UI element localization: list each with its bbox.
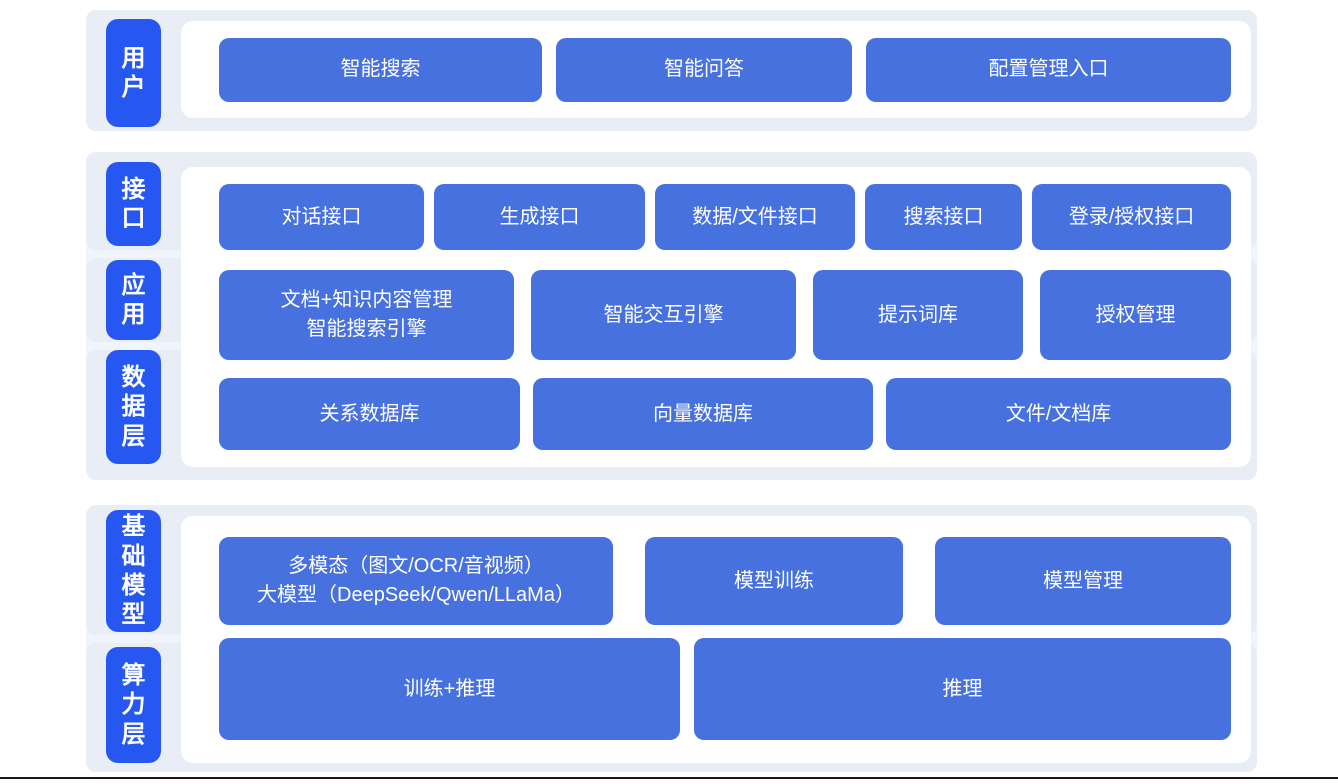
model-training-label: 模型训练 [734, 569, 814, 592]
row-foundation-model: 多模态（图文/OCR/音视频） 大模型（DeepSeek/Qwen/LLaMa）… [219, 537, 1231, 625]
layer-label-api: 接口 [106, 162, 161, 246]
layer-label-application: 应用 [106, 260, 161, 340]
auth-management-box: 授权管理 [1040, 270, 1231, 360]
vector-db-box: 向量数据库 [533, 378, 873, 450]
login-auth-api-box: 登录/授权接口 [1032, 184, 1231, 250]
layer-label-foundation-model: 基础模型 [106, 510, 161, 632]
layer-label-user: 用户 [106, 19, 161, 127]
generation-api-label: 生成接口 [499, 205, 580, 228]
dialog-api-box: 对话接口 [219, 184, 424, 250]
layer-label-api-text: 接口 [121, 175, 146, 232]
panel-bottom: 多模态（图文/OCR/音视频） 大模型（DeepSeek/Qwen/LLaMa）… [181, 516, 1251, 763]
row-user: 智能搜索 智能问答 配置管理入口 [219, 37, 1231, 102]
prompt-library-label: 提示词库 [878, 303, 958, 326]
smart-search-box: 智能搜索 [219, 37, 542, 102]
bottom-edge-rule [0, 777, 1338, 779]
login-auth-api-label: 登录/授权接口 [1068, 205, 1195, 228]
section-user-layer: 用户 智能搜索 智能问答 配置管理入口 [86, 10, 1257, 131]
interaction-engine-box: 智能交互引擎 [531, 270, 796, 360]
row-api: 对话接口 生成接口 数据/文件接口 搜索接口 登录/授权接口 [219, 184, 1231, 250]
model-management-label: 模型管理 [1043, 569, 1123, 592]
generation-api-box: 生成接口 [434, 184, 645, 250]
config-management-entry-box: 配置管理入口 [866, 37, 1231, 102]
layer-label-user-text: 用户 [121, 44, 146, 101]
relational-db-label: 关系数据库 [319, 402, 420, 425]
section-bottom-layers: 基础模型 算力层 多模态（图文/OCR/音视频） 大模型（DeepSeek/Qw… [86, 505, 1257, 772]
search-api-label: 搜索接口 [903, 205, 984, 228]
inference-box: 推理 [694, 638, 1231, 740]
panel-middle: 对话接口 生成接口 数据/文件接口 搜索接口 登录/授权接口 文档+知识内容管理… [181, 167, 1251, 467]
section-middle-layers: 接口 应用 数据层 对话接口 生成接口 数据/文件接口 搜索接口 登录/授权接口… [86, 152, 1257, 480]
row-compute: 训练+推理 推理 [219, 638, 1231, 740]
file-doc-store-box: 文件/文档库 [886, 378, 1231, 450]
interaction-engine-label: 智能交互引擎 [603, 303, 724, 326]
training-inference-label: 训练+推理 [403, 677, 496, 700]
file-doc-store-label: 文件/文档库 [1005, 402, 1112, 425]
multimodal-llm-box: 多模态（图文/OCR/音视频） 大模型（DeepSeek/Qwen/LLaMa） [219, 537, 613, 625]
layer-label-data: 数据层 [106, 350, 161, 464]
search-api-box: 搜索接口 [865, 184, 1022, 250]
panel-user: 智能搜索 智能问答 配置管理入口 [181, 21, 1251, 118]
row-application: 文档+知识内容管理 智能搜索引擎 智能交互引擎 提示词库 授权管理 [219, 270, 1231, 360]
row-data: 关系数据库 向量数据库 文件/文档库 [219, 378, 1231, 450]
prompt-library-box: 提示词库 [813, 270, 1023, 360]
dialog-api-label: 对话接口 [281, 205, 362, 228]
smart-qa-box: 智能问答 [556, 37, 852, 102]
config-management-entry-label: 配置管理入口 [988, 58, 1109, 80]
model-training-box: 模型训练 [645, 537, 903, 625]
auth-management-label: 授权管理 [1095, 303, 1176, 326]
vector-db-label: 向量数据库 [653, 402, 753, 425]
smart-search-label: 智能搜索 [340, 58, 421, 80]
layer-label-compute: 算力层 [106, 647, 161, 763]
training-inference-box: 训练+推理 [219, 638, 680, 740]
layer-label-data-text: 数据层 [121, 364, 146, 450]
smart-qa-label: 智能问答 [664, 58, 744, 80]
model-management-box: 模型管理 [935, 537, 1231, 625]
doc-knowledge-search-engine-label: 文档+知识内容管理 智能搜索引擎 [280, 289, 453, 340]
data-file-api-box: 数据/文件接口 [655, 184, 855, 250]
inference-label: 推理 [942, 677, 983, 700]
doc-knowledge-search-engine-box: 文档+知识内容管理 智能搜索引擎 [219, 270, 514, 360]
relational-db-box: 关系数据库 [219, 378, 520, 450]
data-file-api-label: 数据/文件接口 [692, 205, 818, 228]
layer-label-application-text: 应用 [121, 271, 146, 328]
multimodal-llm-label: 多模态（图文/OCR/音视频） 大模型（DeepSeek/Qwen/LLaMa） [257, 555, 575, 606]
layer-label-compute-text: 算力层 [121, 662, 146, 748]
layer-label-foundation-model-text: 基础模型 [121, 513, 146, 629]
